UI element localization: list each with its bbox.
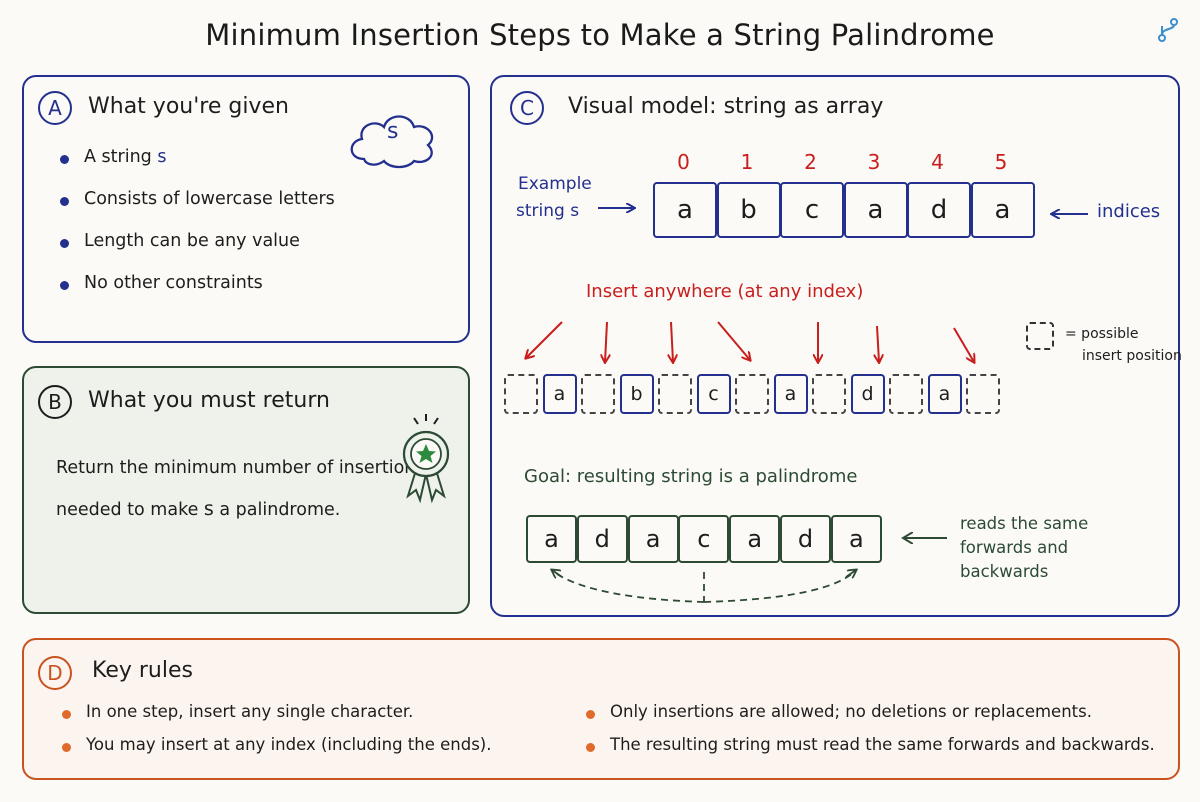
index-label: 0 bbox=[677, 150, 690, 174]
palindrome-cell: d bbox=[780, 515, 831, 563]
array-cell: b bbox=[716, 182, 781, 238]
expanded-cell: d bbox=[850, 374, 885, 414]
badge-c: C bbox=[510, 91, 544, 125]
given-item-constraints: No other constraints bbox=[60, 273, 335, 315]
legend-dashed-box bbox=[1026, 322, 1054, 350]
array-cell: d bbox=[907, 182, 971, 238]
insert-slot bbox=[735, 374, 769, 414]
reads-label-line-1: reads the same bbox=[960, 514, 1089, 533]
indices-label: indices bbox=[1097, 201, 1161, 222]
insert-slot bbox=[581, 374, 615, 414]
panel-d-heading: Key rules bbox=[92, 658, 193, 683]
expanded-cell: a bbox=[773, 374, 808, 414]
insert-slot bbox=[504, 374, 538, 414]
insert-caption: Insert anywhere (at any index) bbox=[586, 281, 864, 302]
rule-any-index: You may insert at any index (including t… bbox=[62, 735, 491, 768]
index-label: 1 bbox=[740, 150, 754, 174]
insert-slot bbox=[658, 374, 692, 414]
insert-arrows bbox=[526, 321, 974, 362]
panel-b-heading: What you must return bbox=[88, 388, 330, 413]
badge-d: D bbox=[38, 656, 72, 690]
insert-slot bbox=[889, 374, 923, 414]
panel-given: A What you're given s A string s Consist… bbox=[22, 75, 470, 343]
given-item-lowercase: Consists of lowercase letters bbox=[60, 189, 335, 231]
panel-return: B What you must return Return the minimu… bbox=[22, 366, 470, 614]
index-label: 3 bbox=[867, 150, 881, 174]
badge-a: A bbox=[38, 91, 72, 125]
rule-single-char: In one step, insert any single character… bbox=[62, 702, 491, 735]
insert-slot bbox=[812, 374, 846, 414]
mirror-arc bbox=[553, 571, 855, 603]
rule-read-same: The resulting string must read the same … bbox=[586, 735, 1155, 768]
cloud-label: s bbox=[387, 119, 399, 144]
insert-slot bbox=[966, 374, 1000, 414]
panel-c-heading: Visual model: string as array bbox=[568, 94, 884, 119]
given-list: A string s Consists of lowercase letters… bbox=[60, 147, 335, 315]
expanded-cell: a bbox=[927, 374, 962, 414]
badge-b: B bbox=[38, 385, 72, 419]
index-label: 4 bbox=[931, 150, 944, 174]
array-cell: a bbox=[653, 182, 717, 238]
return-line-2: needed to make s a palindrome. bbox=[56, 498, 341, 520]
palindrome-cell: c bbox=[678, 515, 730, 563]
array-cell: c bbox=[780, 182, 844, 238]
index-label: 5 bbox=[994, 150, 1008, 174]
rules-left: In one step, insert any single character… bbox=[62, 702, 491, 768]
rule-only-insertions: Only insertions are allowed; no deletion… bbox=[586, 702, 1155, 735]
palindrome-cell: a bbox=[729, 515, 781, 563]
award-ribbon-icon bbox=[402, 414, 450, 504]
expanded-cell: c bbox=[696, 374, 731, 414]
goal-caption: Goal: resulting string is a palindrome bbox=[524, 466, 858, 487]
branch-icon bbox=[1158, 18, 1178, 42]
palindrome-cell: a bbox=[526, 515, 577, 563]
expanded-cell: a bbox=[542, 374, 577, 414]
example-label-line-1: Example bbox=[518, 174, 592, 194]
reads-label-line-3: backwards bbox=[960, 562, 1049, 581]
panel-key-rules: D Key rules In one step, insert any sing… bbox=[22, 638, 1180, 780]
reads-label-line-2: forwards and bbox=[960, 538, 1069, 557]
example-label-line-2: string s bbox=[516, 201, 580, 221]
given-item-length: Length can be any value bbox=[60, 231, 335, 273]
panel-a-heading: What you're given bbox=[88, 94, 289, 119]
legend-line-2: insert position bbox=[1082, 348, 1182, 364]
index-label: 2 bbox=[804, 150, 817, 174]
array-cell: a bbox=[970, 182, 1035, 238]
page-title: Minimum Insertion Steps to Make a String… bbox=[205, 18, 995, 52]
rules-right: Only insertions are allowed; no deletion… bbox=[586, 702, 1155, 768]
cloud-icon bbox=[350, 115, 434, 169]
given-item-string: A string s bbox=[60, 147, 335, 189]
legend-line-1: = possible bbox=[1065, 326, 1139, 342]
expanded-cell: b bbox=[619, 374, 654, 414]
palindrome-cell: a bbox=[627, 515, 679, 563]
panel-visual-model: C Visual model: string as array Example … bbox=[490, 75, 1182, 617]
array-cell: a bbox=[843, 182, 908, 238]
palindrome-cell: a bbox=[830, 515, 882, 563]
return-line-1: Return the minimum number of insertions bbox=[56, 458, 425, 478]
palindrome-cell: d bbox=[576, 515, 628, 563]
